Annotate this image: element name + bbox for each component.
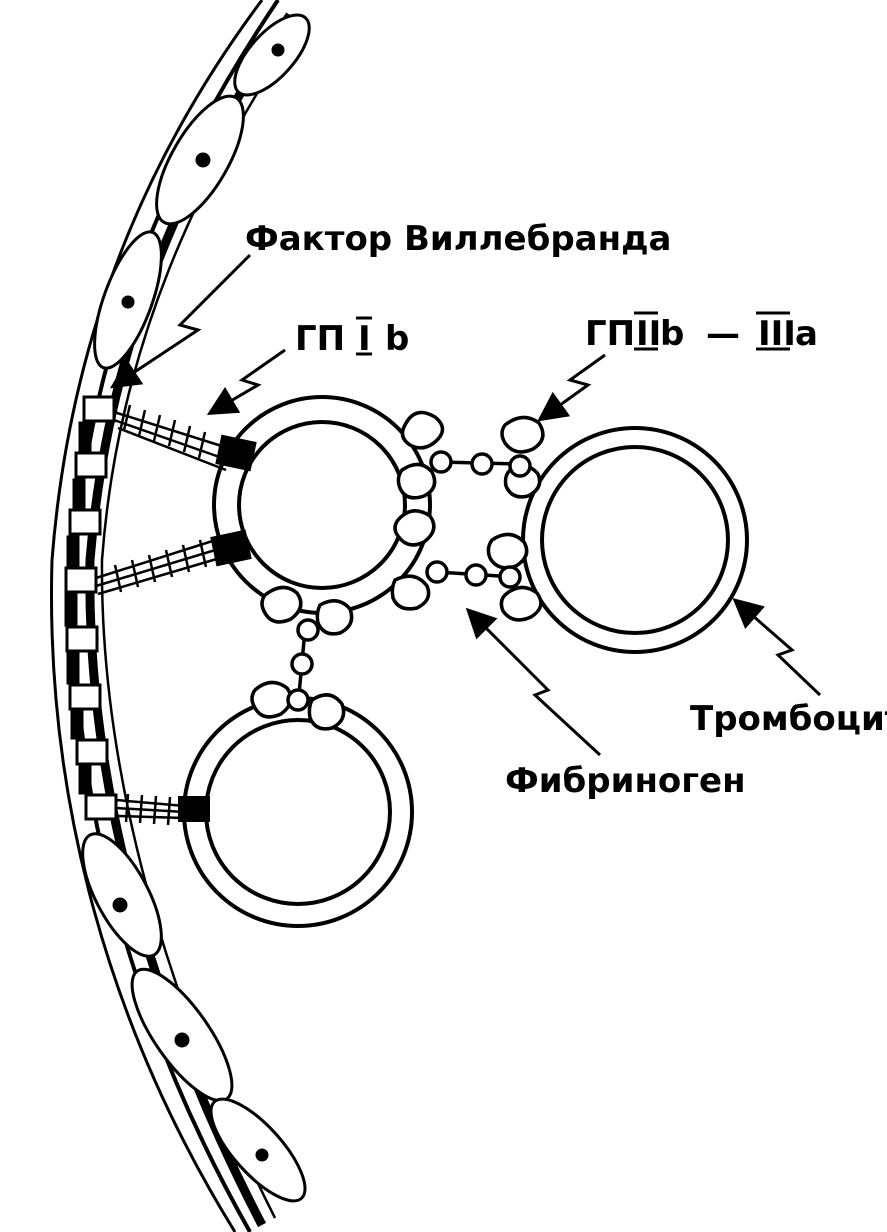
leader-arrows: [109, 253, 822, 757]
fibrinogen-node: [290, 652, 314, 676]
receptor-blob: [393, 509, 436, 547]
platelet-inner-membrane: [540, 445, 730, 635]
platelet-outer-membrane: [521, 426, 749, 654]
vwf-subunit: [84, 793, 118, 821]
receptor-blob: [250, 680, 293, 719]
receptor-blob: [315, 599, 354, 636]
label-gp-ib-prefix: ГП: [295, 319, 345, 359]
vwf-tethers: [95, 404, 229, 826]
fibrinogen-bridges: [286, 450, 532, 712]
gp-iib-iiia-receptors: [250, 410, 545, 731]
vwf-subunit: [68, 508, 102, 536]
receptor-blob: [390, 574, 431, 611]
vwf-subunit: [65, 625, 99, 653]
label-gp-iiia-suffix: a: [795, 314, 818, 354]
platelet-outer-membrane: [182, 696, 414, 928]
label-gp-iiia-numeral: III: [758, 314, 796, 354]
fibrinogen-node: [296, 618, 320, 642]
vwf-subunit: [82, 395, 116, 423]
vwf-subunit: [68, 683, 102, 711]
label-gp-iib-numeral: II: [636, 314, 661, 354]
vwf-subunit: [75, 738, 109, 766]
vwf-tether-middle-hatch: [113, 539, 208, 593]
endothelial-nucleus: [255, 1148, 269, 1162]
endothelial-nucleus: [174, 1032, 190, 1048]
endothelial-nucleus: [195, 152, 211, 168]
label-fibrinogen: Фибриноген: [505, 761, 746, 801]
arrow-gp-iib-iiia: [537, 353, 606, 422]
label-gp-ib-suffix: b: [385, 319, 409, 359]
vwf-subunit: [64, 566, 98, 594]
gp-ib-receptor: [178, 796, 210, 822]
endothelial-cell: [233, 13, 311, 97]
vwf-link: [66, 535, 80, 568]
arrow-gp-ib: [206, 348, 286, 416]
fibrinogen-node: [286, 688, 310, 712]
arrow-platelet: [732, 598, 822, 697]
platelet-inner-membrane: [237, 420, 407, 590]
label-gp-dash: —: [706, 314, 740, 354]
label-platelet: Тромбоцит: [690, 699, 887, 739]
platelet-center: [210, 395, 432, 615]
vwf-link: [72, 478, 86, 510]
vessel-wall-outer-line: [50, 0, 264, 1232]
gp-ib-receptor: [215, 434, 257, 472]
fibrinogen-node: [429, 450, 453, 474]
vwf-link: [78, 764, 92, 795]
receptor-blob: [486, 532, 529, 570]
arrow-fibrinogen: [465, 607, 602, 757]
platelet-inner-membrane: [204, 718, 392, 906]
receptor-blob: [307, 693, 346, 731]
endothelial-cells-upper: [93, 13, 311, 370]
receptor-blob: [396, 462, 437, 500]
gp-ib-receptor: [210, 529, 252, 567]
receptor-blob: [260, 585, 303, 624]
receptor-blob: [499, 585, 543, 622]
endothelial-cell: [81, 832, 163, 958]
fibrinogen-node: [470, 452, 494, 476]
fibrinogen-node: [498, 565, 522, 589]
vwf-link: [70, 709, 84, 740]
endothelial-nucleus: [112, 897, 128, 913]
platelet-right: [521, 426, 749, 654]
vwf-link: [78, 421, 92, 453]
arrow-von-willebrand: [109, 253, 252, 389]
vwf-link: [66, 651, 80, 685]
fibrinogen-node: [508, 454, 532, 478]
endothelial-nucleus: [121, 295, 135, 309]
label-gp-iib-suffix: b: [660, 314, 684, 354]
endothelial-cells-lower: [81, 832, 307, 1203]
vwf-tether-lower-hatch: [124, 793, 172, 826]
label-gp-ib: ГП I b: [295, 316, 409, 359]
endothelial-nucleus: [271, 43, 285, 57]
von-willebrand-chain: [64, 395, 118, 821]
label-gp-iib-iiia: ГП II b — III a: [585, 311, 818, 354]
label-von-willebrand-factor: Фактор Виллебранда: [245, 219, 672, 259]
fibrinogen-node: [464, 563, 488, 587]
label-gp-iib-iiia-prefix: ГП: [585, 314, 635, 354]
platelet-bottom: [178, 696, 414, 928]
receptor-blob: [500, 415, 545, 454]
vwf-subunit: [74, 451, 108, 479]
fibrinogen-node: [425, 560, 449, 584]
label-gp-ib-numeral: I: [358, 319, 371, 359]
vwf-link: [64, 593, 78, 627]
vwf-tether-upper-hatch: [122, 404, 207, 459]
receptor-blob: [400, 410, 445, 450]
